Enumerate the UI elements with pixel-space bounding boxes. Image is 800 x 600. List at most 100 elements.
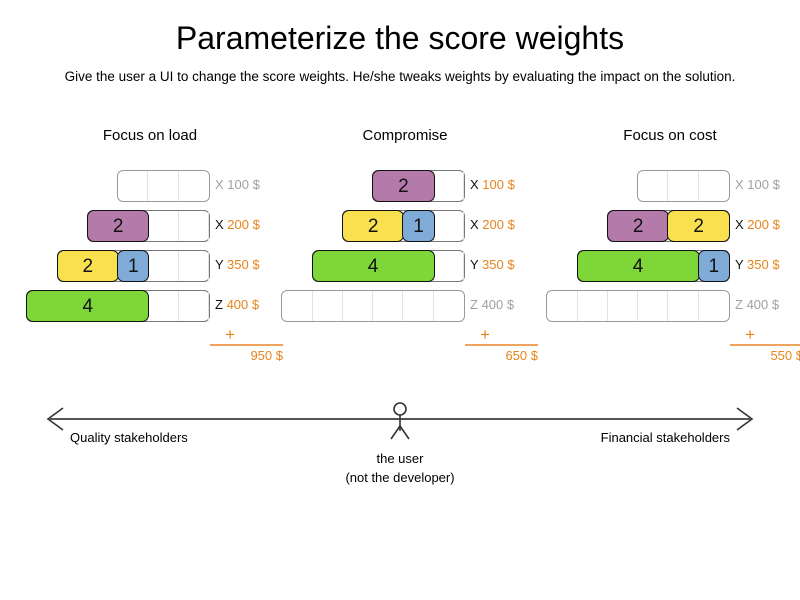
row-cost-label: X 200 $ [735,216,800,234]
spectrum-right-label: Financial stakeholders [600,430,730,445]
row-amount: 400 $ [222,297,260,312]
weight-slider-cell[interactable] [434,291,464,321]
weight-block[interactable]: 2 [341,210,405,242]
weight-slider-cell[interactable] [148,251,179,281]
row-cost-label: Y 350 $ [470,256,538,274]
row-cost-label: X 200 $ [470,216,538,234]
weight-slider-cell[interactable] [148,211,179,241]
row-cost-label: Z 400 $ [215,296,283,314]
row-amount: 100 $ [743,177,780,192]
weight-slider-row: X 100 $ [17,166,283,206]
weight-slider-cell[interactable] [434,251,464,281]
user-caption-line-2: (not the developer) [345,470,455,485]
total-rule [730,344,800,346]
weight-slider-cell[interactable] [403,291,434,321]
weight-slider-cell[interactable] [179,291,209,321]
weight-slider-row: 4 Z 400 $ [17,286,283,326]
weight-slider-track[interactable] [546,290,730,322]
weight-slider-cell[interactable] [179,171,209,201]
row-key: X [215,217,224,232]
weight-slider-cell[interactable] [282,291,313,321]
weight-slider-row: Z 400 $ [537,286,800,326]
weight-slider-track[interactable] [637,170,730,202]
total-plus-sign: + [225,325,235,344]
total-amount: 650 $ [505,348,538,363]
weight-block[interactable]: 2 [86,210,150,242]
weight-block[interactable]: 2 [606,210,670,242]
column-title: Compromise [362,127,448,144]
row-key: X [215,177,224,192]
weight-slider-track[interactable]: 4 [311,250,465,282]
user-caption-line-1: the user [376,451,424,466]
weight-block[interactable]: 1 [402,210,435,242]
weight-block[interactable]: 1 [117,250,150,282]
weight-block[interactable]: 4 [311,250,435,282]
weight-slider-cell[interactable] [638,171,669,201]
total-rule [465,344,538,346]
weight-slider-cell[interactable] [179,211,209,241]
weight-slider-cell[interactable] [148,291,179,321]
weight-slider-cell[interactable] [668,171,699,201]
column-total: +550 $ [537,326,800,370]
row-amount: 200 $ [743,217,780,232]
column-title: Focus on load [102,127,198,144]
weight-slider-cell[interactable] [638,291,669,321]
row-cost-label: Y 350 $ [215,256,283,274]
weight-slider-row: 2 X 200 $ [17,206,283,246]
weight-slider-cell[interactable] [699,291,729,321]
row-key: Z [215,297,223,312]
weight-block[interactable]: 4 [576,250,700,282]
total-amount: 550 $ [770,348,800,363]
row-amount: 100 $ [478,177,515,192]
total-plus-sign: + [480,325,490,344]
row-key: X [470,217,479,232]
stakeholder-spectrum: Quality stakeholders Financial stakehold… [0,398,800,578]
weight-slider-cell[interactable] [118,171,149,201]
row-amount: 400 $ [477,297,515,312]
row-cost-label: X 100 $ [215,176,283,194]
weight-slider-cell[interactable] [179,251,209,281]
row-cost-label: Z 400 $ [735,296,800,314]
weight-slider-cell[interactable] [547,291,578,321]
weight-slider-track[interactable] [117,170,210,202]
weight-slider-track[interactable]: 2 [372,170,465,202]
row-key: Y [735,257,744,272]
weight-block[interactable]: 2 [56,250,120,282]
row-cost-label: X 100 $ [735,176,800,194]
row-key: X [735,177,744,192]
weight-slider-cell[interactable] [434,211,464,241]
weight-block[interactable]: 1 [697,250,730,282]
weight-slider-cell[interactable] [578,291,608,321]
weight-block[interactable]: 2 [372,170,435,202]
weight-block[interactable]: 4 [26,290,150,322]
weight-slider-track[interactable] [281,290,465,322]
weight-slider-cell[interactable] [373,291,404,321]
weight-slider-track[interactable]: 2 [86,210,210,242]
weight-slider-cell[interactable] [148,171,179,201]
row-cost-label: Y 350 $ [735,256,800,274]
weight-slider-cell[interactable] [434,171,464,201]
weight-slider-cell[interactable] [608,291,639,321]
row-amount: 200 $ [223,217,260,232]
row-amount: 350 $ [223,257,260,272]
weight-block[interactable]: 2 [667,210,730,242]
total-plus-sign: + [745,325,755,344]
weight-slider-track[interactable]: 4 [26,290,210,322]
user-caption: the user (not the developer) [300,449,500,487]
row-key: Y [470,257,479,272]
weight-slider-cell[interactable] [313,291,343,321]
weight-slider-cell[interactable] [668,291,699,321]
weight-slider-cell[interactable] [699,171,729,201]
weight-slider-cell[interactable] [343,291,374,321]
